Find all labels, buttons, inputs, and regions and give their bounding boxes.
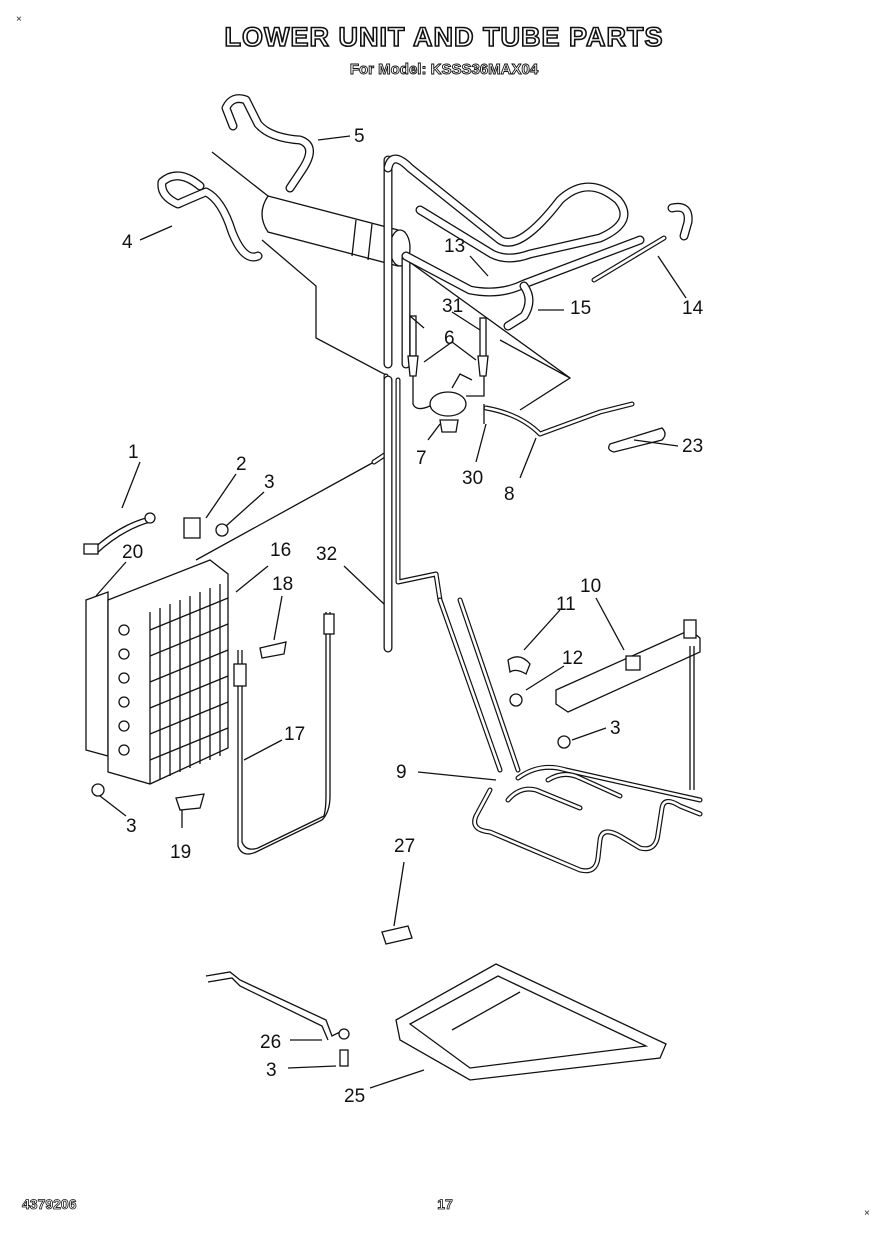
corner-mark-bottom-right: × [864, 1208, 870, 1219]
callout-13: 13 [444, 236, 465, 257]
callout-11: 11 [556, 594, 576, 615]
drain-pan-assembly [205, 925, 667, 1081]
callout-2: 2 [236, 454, 247, 475]
callout-6: 6 [444, 328, 455, 349]
callout-20: 20 [122, 542, 143, 563]
callout-3-screw-lower-left: 3 [126, 816, 137, 837]
callout-27: 27 [394, 836, 415, 857]
corner-mark-top-left: × [16, 14, 22, 25]
document-number: 4379206 [22, 1196, 77, 1213]
callout-4: 4 [122, 232, 133, 253]
callout-1: 1 [128, 442, 139, 463]
page-number: 17 [437, 1196, 453, 1213]
callout-32: 32 [316, 544, 337, 565]
callout-23: 23 [682, 436, 703, 457]
callout-10: 10 [580, 576, 601, 597]
drain-heater-assembly [437, 597, 703, 874]
model-subtitle: For Model: KSSS36MAX04 [349, 61, 539, 79]
callout-5: 5 [354, 126, 365, 147]
callout-30: 30 [462, 468, 483, 489]
callout-16: 16 [270, 540, 291, 561]
evaporator-assembly [83, 373, 443, 855]
callout-3-screw-pan: 3 [266, 1060, 277, 1081]
callout-3-screw-evaporator: 3 [264, 472, 275, 493]
callout-leaders [95, 135, 687, 1089]
callout-9: 9 [396, 762, 407, 783]
callout-12: 12 [562, 648, 583, 669]
callout-3-screw-bracket: 3 [610, 718, 621, 739]
callout-18: 18 [272, 574, 293, 595]
callout-17: 17 [284, 724, 305, 745]
callout-31: 31 [442, 296, 463, 317]
callout-25: 25 [344, 1086, 365, 1107]
upper-tubing [157, 94, 693, 411]
callout-26: 26 [260, 1032, 281, 1053]
callout-15: 15 [570, 298, 591, 319]
valve-assembly [407, 315, 666, 453]
callout-19: 19 [170, 842, 191, 863]
callout-14: 14 [682, 298, 704, 319]
callout-7: 7 [416, 448, 427, 469]
callout-8: 8 [504, 484, 515, 505]
page-title: LOWER UNIT AND TUBE PARTS [224, 21, 664, 53]
evaporator-fins [118, 584, 229, 784]
callout-labels: 1 2 3 4 5 6 7 8 9 10 11 12 13 14 15 16 1… [122, 126, 704, 1107]
